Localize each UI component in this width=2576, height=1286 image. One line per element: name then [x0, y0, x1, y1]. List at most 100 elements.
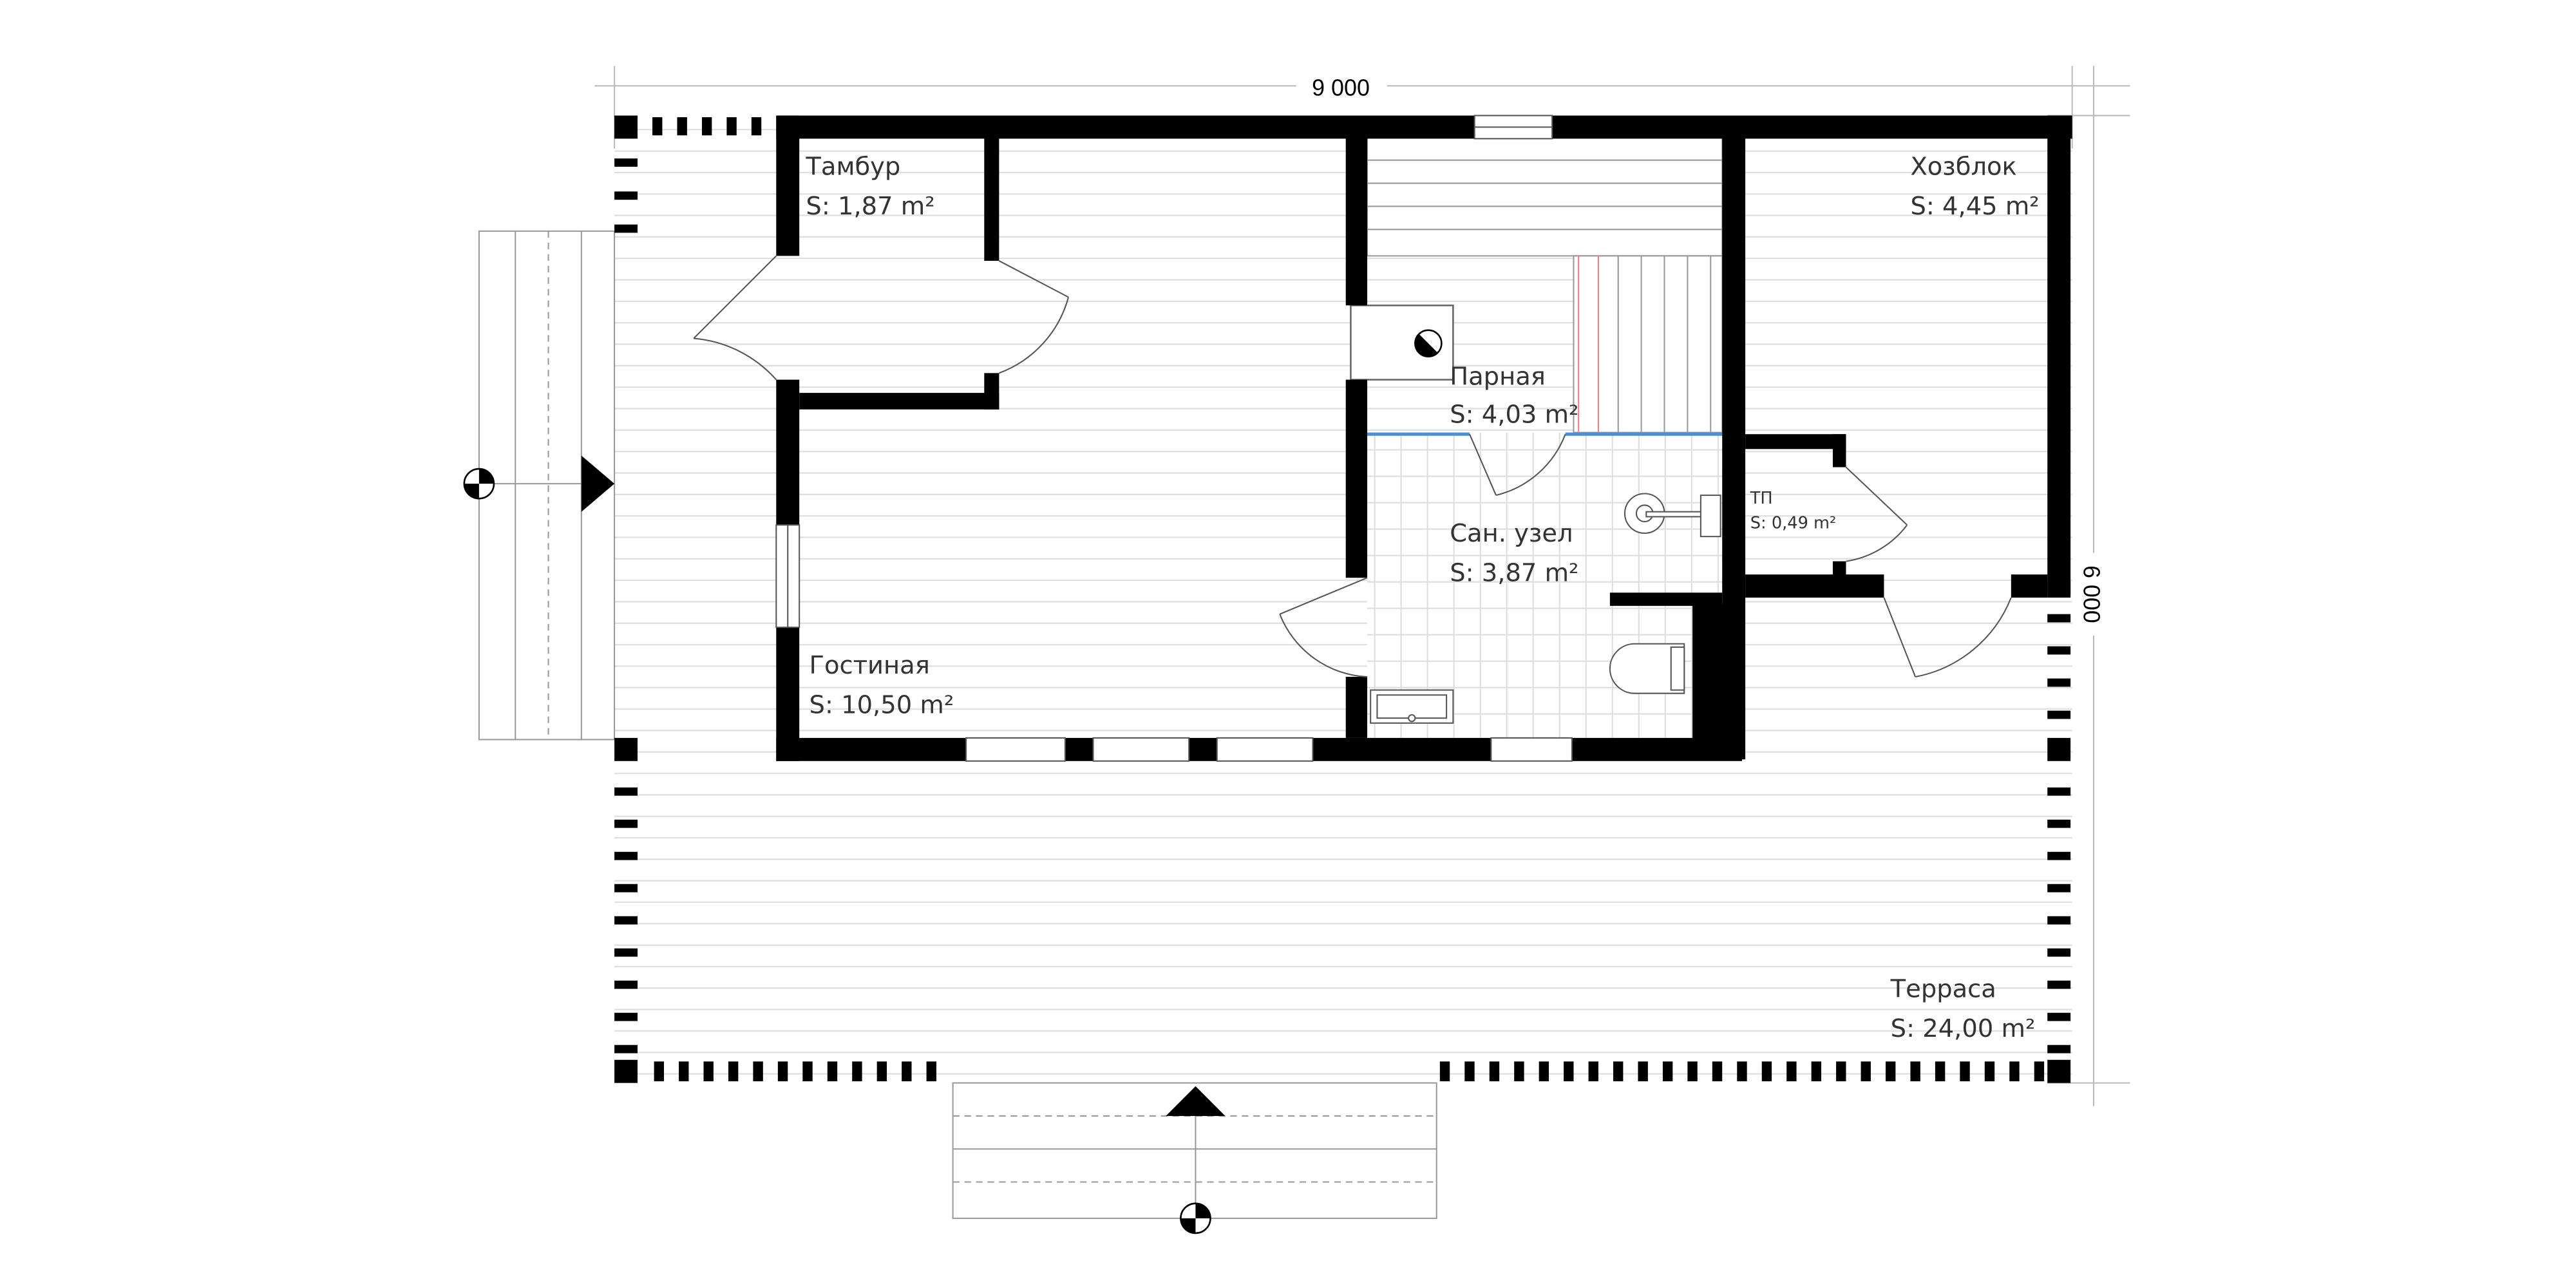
stove	[1350, 304, 1454, 381]
railing-post	[614, 1045, 638, 1054]
railing-post	[614, 851, 638, 860]
door-sauna	[1469, 433, 1566, 496]
railing-post	[654, 1061, 664, 1082]
railing-post	[1514, 1061, 1524, 1082]
room-label-tambur: Тамбур S: 1,87 m²	[805, 153, 934, 222]
railing-post	[614, 819, 638, 828]
railing-post	[852, 1061, 862, 1082]
railing-post	[2047, 787, 2071, 796]
boiler	[1624, 493, 1721, 538]
railing-post	[777, 1061, 788, 1082]
svg-text:S: 10,50 m²: S: 10,50 m²	[810, 690, 954, 719]
svg-text:Тамбур: Тамбур	[805, 153, 900, 182]
railing-post	[1935, 1061, 1946, 1082]
railing-post	[1836, 1061, 1846, 1082]
railing-post	[926, 1061, 936, 1082]
svg-text:S: 4,45 m²: S: 4,45 m²	[1910, 192, 2039, 221]
railing-post	[1439, 1061, 1450, 1082]
railing-post	[2047, 884, 2071, 893]
railing-post	[1761, 1061, 1772, 1082]
door-bathroom	[1279, 577, 1368, 678]
railing-post	[614, 980, 638, 989]
railing-post	[2047, 646, 2071, 655]
railing-post	[1588, 1061, 1598, 1082]
svg-text:Гостиная: Гостиная	[810, 651, 930, 680]
railing-post	[2034, 1061, 2045, 1082]
walls	[776, 115, 2072, 761]
door-tambur-entry	[693, 255, 777, 381]
railing-post	[2047, 916, 2071, 925]
doors	[693, 255, 2012, 678]
railing-post	[728, 1061, 739, 1082]
room-label-parnaya: Парная S: 4,03 m²	[1450, 362, 1578, 429]
railing-post	[2047, 614, 2071, 623]
railing-post	[1662, 1061, 1673, 1082]
terrace-railing-right	[2047, 614, 2071, 1054]
railing-post	[1737, 1061, 1747, 1082]
railing-post	[2047, 678, 2071, 687]
svg-text:ТП: ТП	[1750, 489, 1773, 508]
railing-post	[1613, 1061, 1624, 1082]
railing-post	[2047, 851, 2071, 860]
sauna-bench-top	[1367, 136, 1723, 257]
svg-text:S: 3,87 m²: S: 3,87 m²	[1450, 558, 1578, 587]
room-label-hozblok: Хозблок S: 4,45 m²	[1910, 153, 2039, 222]
railing-post	[1539, 1061, 1549, 1082]
entry-arrow-icon	[581, 455, 615, 512]
railing-post	[2047, 1012, 2071, 1021]
railing-post	[1712, 1061, 1723, 1082]
railing-post	[1984, 1061, 1995, 1082]
railing-post	[802, 1061, 813, 1082]
railing-post	[1910, 1061, 1920, 1082]
svg-text:S: 1,87 m²: S: 1,87 m²	[806, 192, 934, 221]
sauna-bench-side	[1573, 255, 1723, 433]
entry-arrow-icon	[1166, 1086, 1226, 1116]
room-label-san-uzel: Сан. узел S: 3,87 m²	[1450, 519, 1578, 588]
level-marker-icon	[463, 468, 495, 500]
toilet	[1609, 643, 1685, 694]
dimension-height	[2047, 66, 2130, 1106]
room-label-gostinaya: Гостиная S: 10,50 m²	[810, 651, 954, 720]
railing-post	[1811, 1061, 1822, 1082]
svg-text:Парная: Парная	[1450, 362, 1546, 391]
railing-post	[753, 1061, 763, 1082]
railing-post	[2047, 819, 2071, 828]
windows	[775, 115, 1573, 762]
svg-text:Терраса: Терраса	[1890, 974, 1996, 1003]
railing-post	[1464, 1061, 1475, 1082]
railing-post	[876, 1061, 887, 1082]
svg-text:S: 24,00 m²: S: 24,00 m²	[1891, 1014, 2036, 1043]
railing-post	[614, 948, 638, 957]
door-tp	[1845, 466, 1908, 562]
railing-post	[679, 1061, 689, 1082]
railing-post	[614, 916, 638, 925]
railing-post	[1886, 1061, 1896, 1082]
door-hozblok	[1883, 597, 2012, 678]
railing-post	[614, 787, 638, 796]
svg-text:S: 0,49 m²: S: 0,49 m²	[1750, 513, 1836, 533]
railing-post	[1861, 1061, 1871, 1082]
svg-text:Хозблок: Хозблок	[1910, 153, 2016, 182]
dimension-height-label: 6 000	[2079, 565, 2105, 623]
railing-post	[1489, 1061, 1500, 1082]
svg-text:Сан. узел: Сан. узел	[1450, 519, 1573, 548]
railing-post	[703, 1061, 714, 1082]
railing-post	[2047, 1045, 2071, 1054]
railing-post	[2047, 980, 2071, 989]
terrace-railing-bottom	[654, 1061, 2045, 1082]
railing-post	[2047, 710, 2071, 719]
dimension-width-label: 9 000	[1312, 75, 1370, 101]
room-label-terrasa: Терраса S: 24,00 m²	[1890, 974, 2036, 1043]
railing-post	[614, 884, 638, 893]
level-marker-icon	[1180, 1202, 1211, 1234]
railing-post	[1564, 1061, 1574, 1082]
railing-post	[1960, 1061, 1970, 1082]
railing-post	[1687, 1061, 1698, 1082]
railing-post	[2047, 948, 2071, 957]
railing-post	[1786, 1061, 1797, 1082]
sink	[1370, 689, 1454, 724]
railing-post	[902, 1061, 912, 1082]
railing-post	[1638, 1061, 1648, 1082]
terrace-railing	[614, 115, 2071, 1083]
